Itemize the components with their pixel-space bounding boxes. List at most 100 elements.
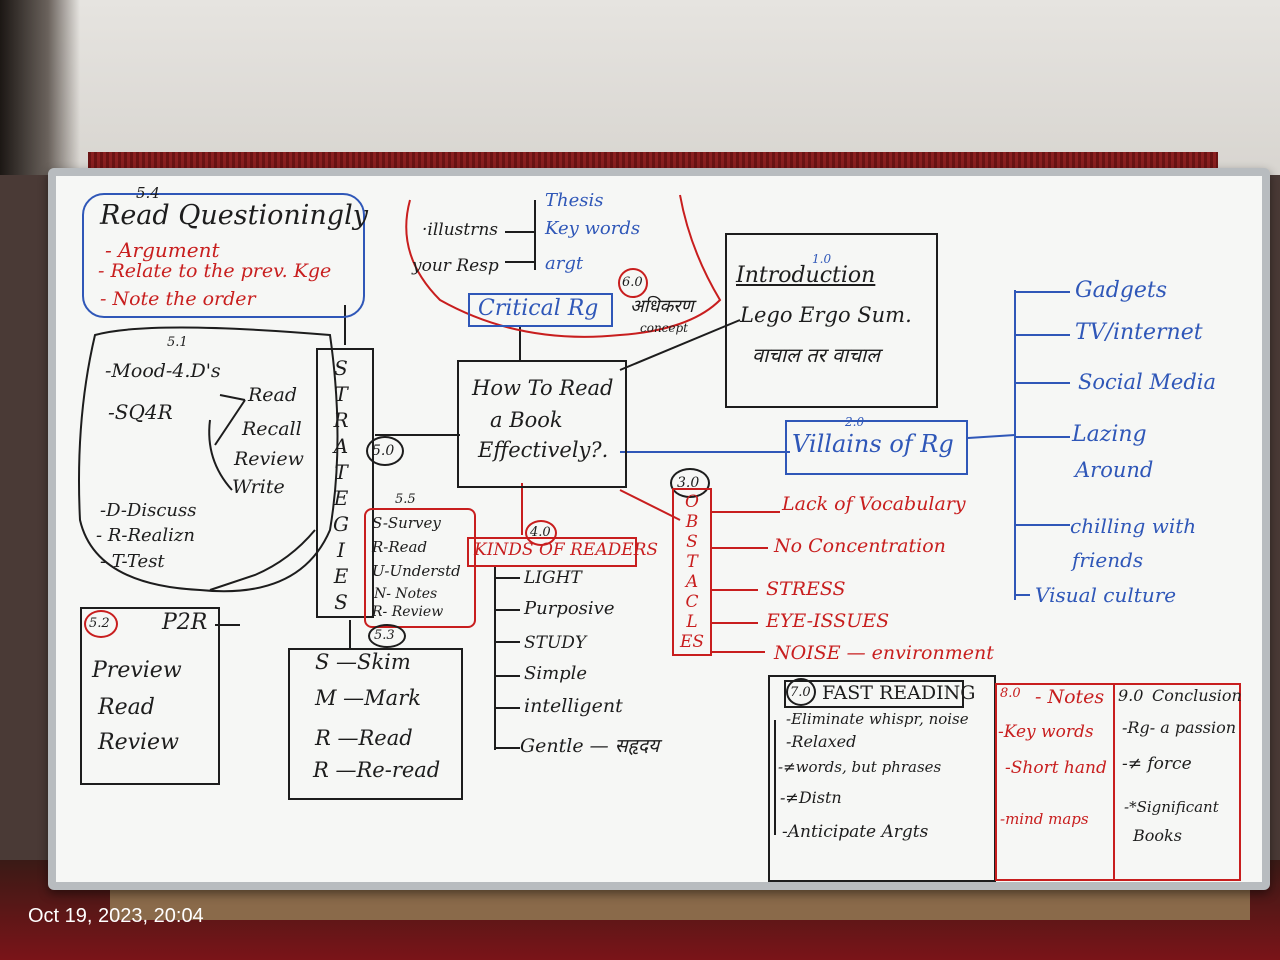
kinds-num-circle	[525, 520, 557, 546]
obstacle-item: NOISE — environment	[774, 642, 994, 664]
s5-item: S-Survey	[372, 514, 441, 532]
strategies-letter: T	[334, 460, 348, 484]
s1-item-recall: Recall	[242, 418, 302, 440]
s2-box	[80, 607, 220, 785]
strategies-num: 5.0	[372, 443, 395, 459]
kinds-num: 4.0	[530, 525, 551, 540]
villains-box	[785, 420, 968, 475]
conclusion-item: Books	[1133, 826, 1182, 845]
strategies-box	[316, 348, 374, 618]
s3-num: 5.3	[374, 628, 395, 643]
critical-label: Critical Rg	[478, 296, 599, 321]
center-line-3: Effectively?.	[478, 438, 609, 462]
kinds-item: Purposive	[524, 598, 615, 619]
fast-item: -≠Distn	[780, 788, 842, 807]
strategies-letter: S	[334, 590, 348, 614]
notes-item: -mind maps	[1000, 810, 1089, 828]
s1-num: 5.1	[167, 335, 188, 350]
photo-timestamp: Oct 19, 2023, 20:04	[28, 905, 204, 927]
s3-item: R —Read	[315, 726, 413, 750]
notes-item: -Key words	[998, 722, 1094, 742]
s1-item-realize: - R-Realizn	[96, 525, 195, 546]
notes-item: -Short hand	[1005, 758, 1107, 778]
center-line-1: How To Read	[472, 376, 614, 400]
fast-num: 7.0	[790, 685, 811, 700]
notes-box	[995, 683, 1115, 881]
s5-box	[364, 508, 476, 628]
conclusion-item: -*Significant	[1124, 798, 1219, 816]
conclusion-box	[1113, 683, 1241, 881]
s5-num: 5.5	[395, 492, 416, 507]
obstacle-item: Lack of Vocabulary	[782, 493, 966, 515]
villain-item: TV/internet	[1075, 320, 1203, 345]
kinds-item: Simple	[524, 663, 588, 684]
read-questioningly-title: Read Questioningly	[100, 200, 368, 231]
conclusion-title: Conclusion	[1152, 686, 1242, 705]
kinds-item: LIGHT	[524, 568, 582, 588]
strategies-letters: S T R A T E G I E S	[326, 355, 356, 615]
critical-right-1: Thesis	[545, 190, 604, 211]
s1-item-discuss: -D-Discuss	[100, 500, 197, 521]
obstacles-letter: L	[686, 612, 698, 632]
strategies-letter: G	[333, 512, 349, 536]
conclusion-item: -Rg- a passion	[1122, 718, 1237, 737]
intro-line-2: Lego Ergo Sum.	[740, 303, 912, 327]
s2-item: Read	[98, 695, 155, 720]
s5-item: U-Understd	[372, 562, 461, 580]
s1-item-sq4r: -SQ4R	[108, 400, 173, 424]
notes-num: 8.0	[1000, 686, 1021, 701]
obstacles-letter: ES	[679, 632, 705, 652]
fast-item: -Eliminate whispr, noise	[786, 710, 969, 728]
conclusion-num: 9.0	[1118, 686, 1144, 705]
obstacle-item: STRESS	[766, 578, 846, 600]
critical-hindi-sub: concept	[640, 321, 688, 335]
s1-item-review: Review	[234, 448, 304, 470]
fast-num-circle	[786, 678, 816, 706]
kinds-item: STUDY	[524, 633, 587, 653]
kinds-item: Gentle — सहृदय	[520, 735, 660, 757]
villain-item: Gadgets	[1075, 278, 1168, 303]
villain-item: Around	[1075, 458, 1154, 482]
critical-num: 6.0	[622, 275, 643, 290]
strategies-letter: E	[333, 486, 349, 510]
strategies-num-circle	[366, 436, 404, 466]
villains-num: 2.0	[845, 415, 865, 429]
intro-line-3: वाचाल तर वाचाल	[752, 343, 880, 367]
s3-item: S —Skim	[315, 650, 411, 674]
s2-num: 5.2	[89, 616, 110, 631]
s5-item: R-Read	[372, 538, 428, 556]
rq-item-2: - Relate to the prev. Kge	[98, 260, 332, 282]
fast-item: -Relaxed	[786, 732, 857, 751]
obstacles-num: 3.0	[677, 475, 700, 491]
critical-left-2: your Resp	[412, 256, 499, 276]
obstacles-num-circle	[670, 468, 710, 498]
obstacles-box	[672, 488, 712, 656]
conclusion-item: -≠ force	[1122, 754, 1192, 774]
obstacles-letters: O B S T A C L ES	[676, 492, 708, 652]
kinds-box	[467, 537, 637, 567]
rq-item-1: - Argument	[105, 238, 220, 262]
critical-right-2: Key words	[545, 218, 641, 239]
villain-item: Visual culture	[1035, 583, 1177, 607]
kinds-title: KINDS OF READERS	[474, 540, 659, 560]
kinds-item: intelligent	[524, 695, 623, 717]
villain-item: chilling with	[1070, 514, 1197, 538]
critical-hindi: अधिकरण	[630, 296, 694, 317]
center-topic-box	[457, 360, 627, 488]
s1-item-test: - T-Test	[100, 551, 165, 572]
intro-title: Introduction	[736, 263, 876, 288]
obstacles-letter: C	[685, 592, 699, 612]
obstacles-letter: B	[685, 512, 699, 532]
villains-title: Villains of Rg	[792, 430, 954, 458]
fast-item: -≠words, but phrases	[778, 758, 942, 776]
s3-box	[288, 648, 463, 800]
obstacles-letter: O	[685, 492, 699, 512]
s2-num-circle	[84, 610, 118, 638]
rq-item-3: - Note the order	[100, 288, 256, 310]
s5-item: R- Review	[372, 604, 444, 620]
obstacles-letter: T	[686, 552, 698, 572]
s1-item-write: Write	[232, 476, 285, 498]
s3-item: M —Mark	[315, 686, 421, 710]
critical-left-1: ·illustrns	[422, 220, 499, 240]
notes-title: - Notes	[1035, 686, 1105, 708]
